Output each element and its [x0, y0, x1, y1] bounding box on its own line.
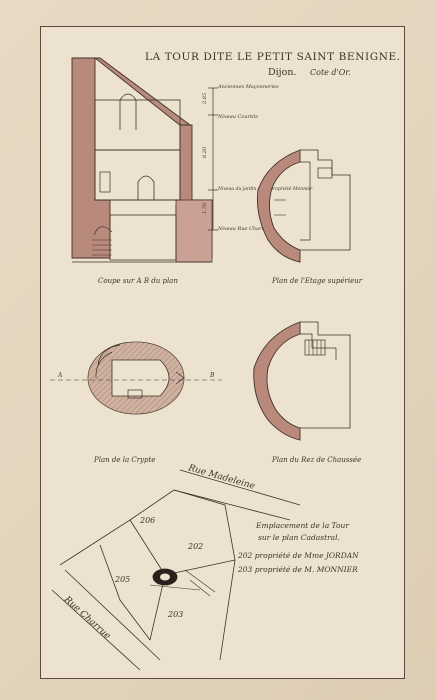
section-window-1	[119, 93, 137, 130]
level-floor: Niveau Courtils	[217, 114, 258, 120]
crypt-inner	[111, 359, 170, 397]
section-window-2	[137, 175, 155, 200]
level-masonry: Anciennes Maçonneries	[217, 84, 279, 90]
crypt-door	[175, 371, 185, 385]
section-upper-room	[94, 99, 181, 151]
section-middle-room	[94, 149, 181, 201]
level-dim-3: 1.70	[202, 202, 208, 214]
crypt-niche	[127, 389, 143, 399]
level-street: Niveau Rue Charrue	[217, 226, 270, 232]
owner-202: 202 propriété de Mme JORDAN	[237, 551, 359, 560]
cadastral-note-line-2: sur le plan Cadastral.	[258, 533, 340, 542]
upper-floor-plan	[257, 149, 351, 263]
cadastral-note-line-1: Emplacement de la Tour	[255, 521, 349, 530]
section-caption: Coupe sur A B du plan	[98, 277, 178, 285]
section-left-wall	[71, 57, 111, 259]
upper-plan-caption: Plan de l'Etage supérieur	[271, 277, 363, 285]
owner-203: 203 propriété de M. MONNIER	[237, 565, 358, 574]
location-dept: Cote d'Or.	[310, 68, 351, 77]
section-dimension	[208, 87, 218, 231]
axis-label-a: A	[57, 372, 63, 379]
cadastral-map	[51, 469, 301, 671]
axis-label-b: B	[209, 372, 215, 379]
section-roof-slope	[93, 57, 191, 131]
section-drawing	[71, 57, 213, 263]
street-charrue-edge	[51, 589, 141, 671]
level-dim-1: 2.85	[202, 93, 208, 105]
section-stair	[92, 226, 113, 256]
parcel-202: 202	[187, 542, 203, 551]
drawing-frame	[40, 26, 405, 679]
crypt-plan	[50, 341, 222, 415]
parcel-206: 206	[139, 516, 155, 525]
street-madeleine-label: Rue Madeleine	[186, 463, 256, 492]
parcel-205: 205	[114, 575, 130, 584]
crypt-stair	[95, 344, 121, 379]
crypt-caption: Plan de la Crypte	[93, 456, 155, 464]
section-crypt-room	[109, 214, 177, 261]
street-madeleine-edge	[179, 469, 301, 506]
parcel-203: 203	[167, 610, 183, 619]
level-dim-2: 6.20	[202, 146, 208, 158]
location-city: Dijon.	[268, 67, 296, 78]
page-title: LA TOUR DITE LE PETIT SAINT BENIGNE.	[145, 51, 401, 63]
section-window-3	[99, 171, 111, 193]
ground-plan-caption: Plan du Rez de Chaussée	[271, 456, 361, 464]
street-charrue-label: Rue Charrue	[61, 594, 112, 641]
ground-floor-plan	[253, 321, 351, 441]
